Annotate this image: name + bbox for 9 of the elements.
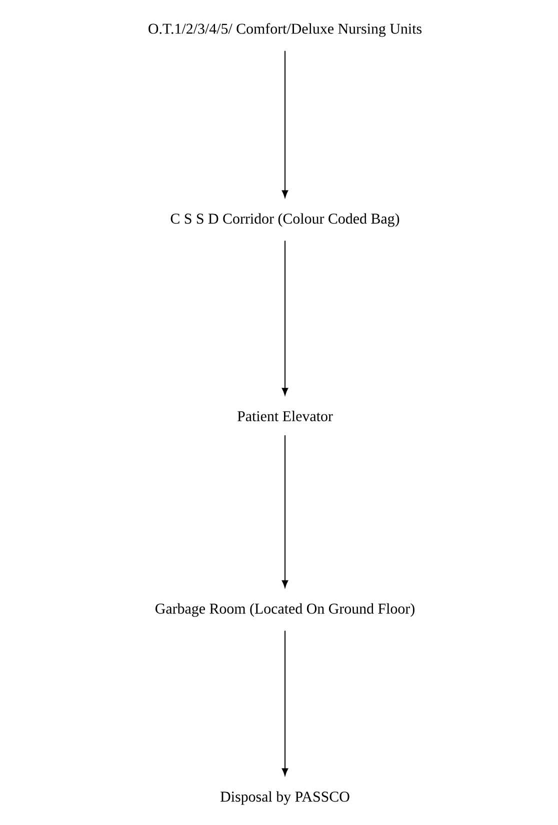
arrow <box>282 50 288 198</box>
flow-step-text: C S S D Corridor (Colour Coded Bag) <box>170 213 400 227</box>
flow-step-text: Garbage Room (Located On Ground Floor) <box>156 603 414 617</box>
arrow <box>282 630 288 776</box>
flow-step-text: Patient Elevator <box>238 410 333 422</box>
flow-step-text: Disposal by PASSCO <box>220 791 350 805</box>
arrow <box>282 240 288 396</box>
flow-step-text: O.T.1/2/3/4/5/ Comfort/Deluxe Nursing Units <box>148 23 422 37</box>
arrow <box>282 434 288 588</box>
